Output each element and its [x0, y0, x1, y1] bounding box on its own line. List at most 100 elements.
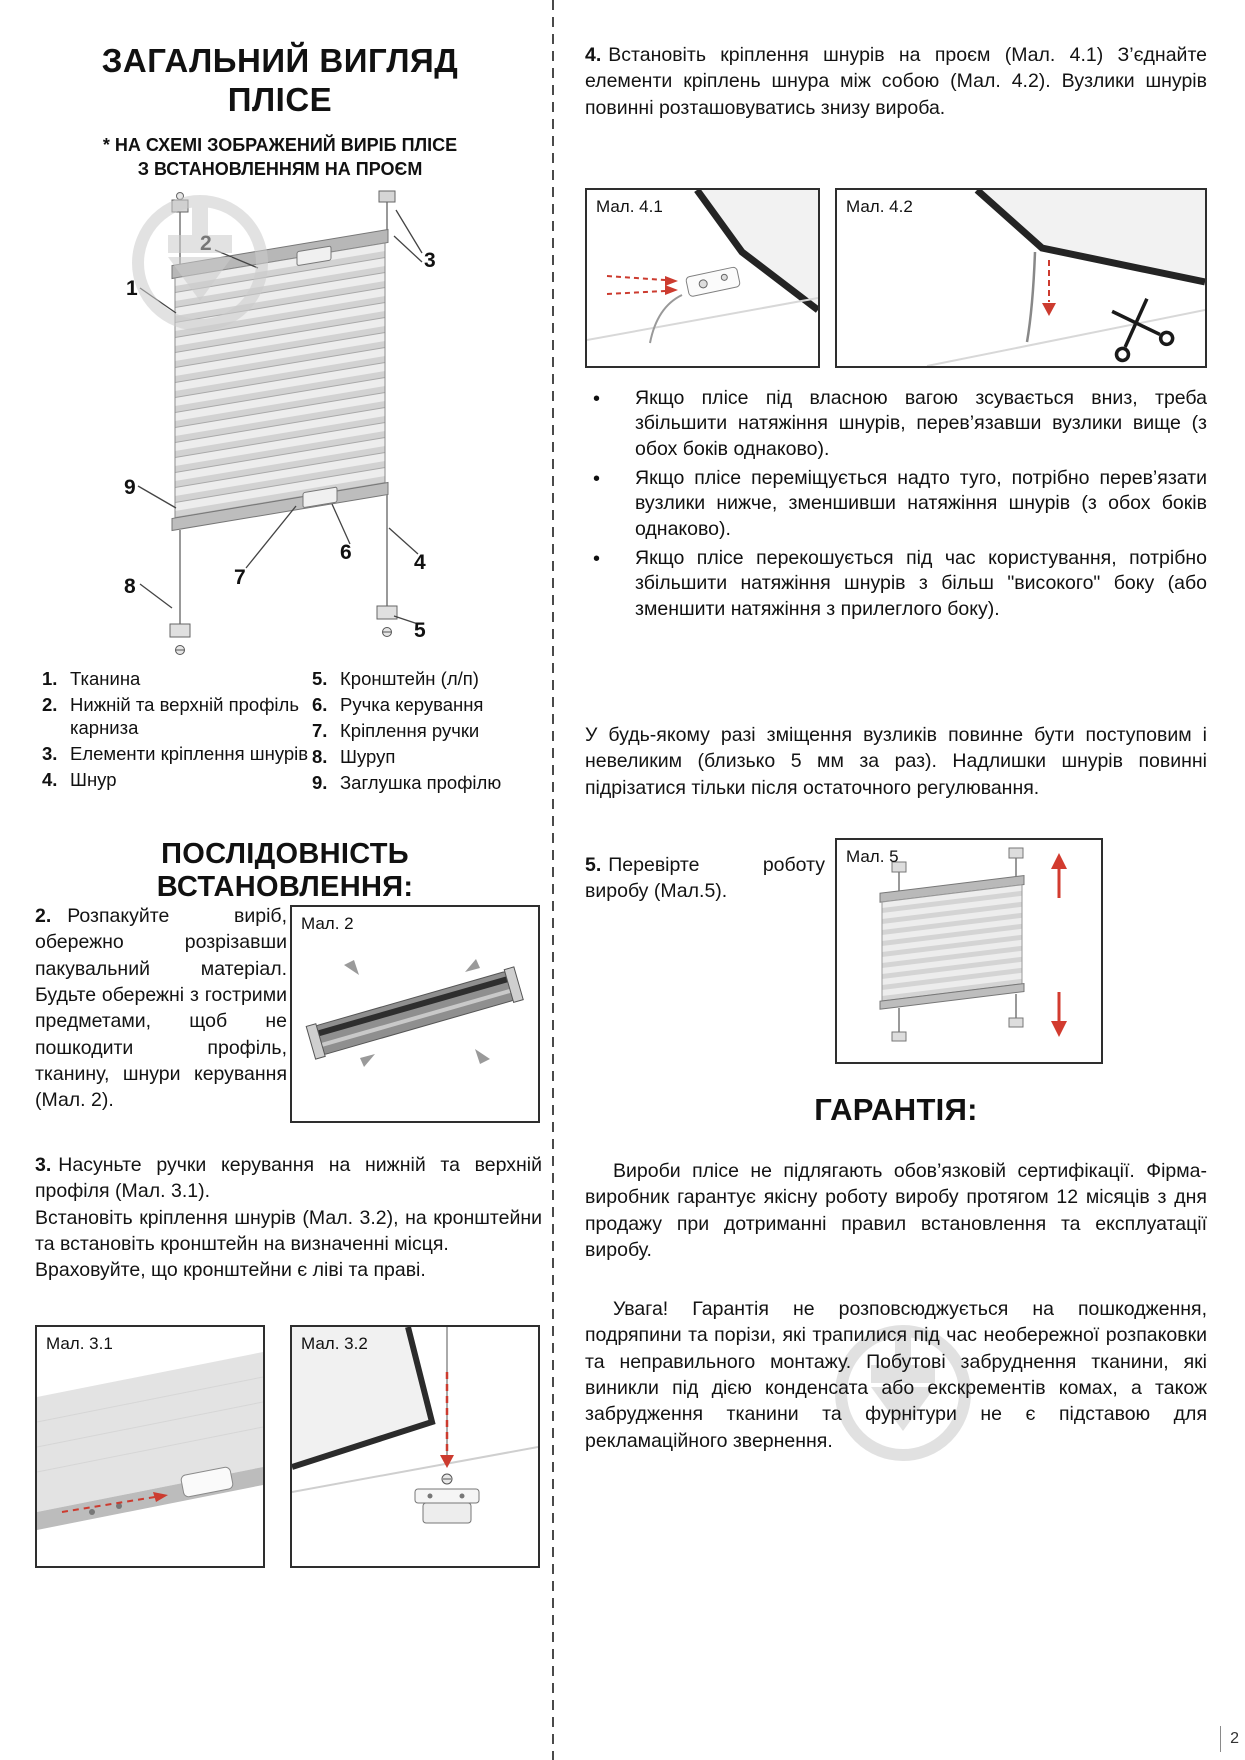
legend-item-number: 4. — [42, 768, 58, 790]
figure-3-2-illustration — [292, 1327, 538, 1524]
page-title-line1: ЗАГАЛЬНИЙ ВИГЛЯД — [101, 42, 459, 79]
cord — [1025, 251, 1037, 343]
warranty-section-title: ГАРАНТІЯ: — [814, 1092, 978, 1127]
step-4-number: 4. — [585, 44, 602, 66]
bullet-item: Якщо плісе переміщується надто туго, пот… — [585, 466, 1207, 542]
legend-item-text: Шуруп — [340, 745, 396, 767]
legend-item: 8. Шуруп — [312, 746, 542, 769]
legend-column-2: 5. Кронштейн (л/п) 6. Ручка керування 7.… — [312, 668, 542, 798]
bottom-fixing-left — [169, 530, 191, 655]
step-3-number: 3. — [35, 1154, 52, 1176]
legend-item-text: Тканина — [70, 668, 141, 689]
legend-item-text: Ручка керування — [340, 693, 484, 715]
step-4-text: Встановіть кріплення шнурів на проєм (Ма… — [585, 44, 1207, 119]
figure-3-2-label: Мал. 3.2 — [301, 1334, 368, 1353]
page-number: 2 — [1220, 1726, 1239, 1752]
brand-watermark-icon — [835, 1325, 971, 1461]
figure-3-1-illustration — [37, 1352, 263, 1530]
legend-item-text: Кріплення ручки — [340, 719, 480, 741]
control-handle — [180, 1466, 234, 1498]
step-3-line3: Враховуйте, що кронштейни є ліві та прав… — [35, 1259, 426, 1282]
step-4-paragraph: 4.Встановіть кріплення шнурів на проєм (… — [585, 42, 1207, 121]
step-2-number: 2. — [35, 905, 52, 927]
callout-3: 3 — [424, 249, 436, 272]
slide-direction-arrow — [61, 1496, 156, 1513]
step-3-line2: Встановіть кріплення шнурів (Мал. 3.2), … — [35, 1206, 542, 1255]
page-title-line2: ПЛІСЕ — [227, 80, 333, 118]
callout-5: 5 — [414, 619, 426, 642]
pleated-blind-body — [171, 228, 389, 532]
unpack-arrows — [344, 959, 490, 1067]
sequence-section-title: ПОСЛІДОВНІСТЬ ВСТАНОВЛЕННЯ: — [156, 838, 414, 903]
page-number-value: 2 — [1230, 1730, 1239, 1747]
window-glass — [977, 190, 1205, 282]
page-subtitle-line2: З ВСТАНОВЛЕННЯМ НА ПРОЄМ — [137, 159, 423, 180]
cut-direction-arrow — [1042, 260, 1056, 316]
window-frame — [292, 1327, 436, 1470]
diagram-legend: 1. Тканина 2. Нижній та верхній профіль … — [42, 668, 542, 798]
figure-4-2: Мал. 4.2 — [835, 188, 1207, 368]
page-title: ЗАГАЛЬНИЙ ВИГЛЯД ПЛІСЕ — [60, 42, 500, 120]
legend-item: 1. Тканина — [42, 668, 312, 691]
step-5-number: 5. — [585, 854, 602, 876]
column-divider — [552, 0, 554, 1760]
step-5-paragraph: 5.Перевірте роботу виробу (Мал.5). — [585, 852, 825, 905]
figure-3-1-label: Мал. 3.1 — [46, 1334, 113, 1353]
figure-4-1: Мал. 4.1 — [585, 188, 820, 368]
bracket — [414, 1488, 480, 1524]
figure-2-illustration — [305, 959, 524, 1067]
legend-item: 3. Елементи кріплення шнурів — [42, 743, 312, 766]
top-fixings — [891, 847, 1024, 893]
legend-item-number: 7. — [312, 719, 328, 741]
legend-column-1: 1. Тканина 2. Нижній та верхній профіль … — [42, 668, 312, 798]
step-3-line1-wrap: 3.Насуньте ручки керування на нижній та … — [35, 1152, 542, 1205]
window-frame — [974, 190, 1205, 286]
packed-blind — [305, 966, 524, 1060]
figure-5-label: Мал. 5 — [846, 847, 899, 866]
bottom-fixing-right — [376, 495, 398, 637]
window-frame — [694, 190, 818, 313]
step-5-text: Перевірте роботу виробу (Мал.5). — [585, 854, 825, 903]
bottom-fixings — [891, 994, 1024, 1042]
legend-item: 2. Нижній та верхній профіль карниза — [42, 694, 312, 740]
bottom-handle — [302, 486, 338, 508]
scissors-icon — [1111, 298, 1175, 363]
figure-4-1-illustration — [587, 190, 818, 344]
bullet-item: Якщо плісе під власною вагою зсувається … — [585, 386, 1207, 462]
step-2-text: Розпакуйте виріб, обережно розрізавши па… — [35, 905, 287, 1112]
figure-4-2-illustration — [926, 190, 1205, 366]
callout-9: 9 — [124, 476, 136, 499]
step-2-paragraph: 2.Розпакуйте виріб, обережно розрізавши … — [35, 903, 287, 1114]
legend-item-text: Нижній та верхній профіль карниза — [70, 693, 299, 738]
figure-4-1-label: Мал. 4.1 — [596, 197, 663, 216]
figure-3-2: Мал. 3.2 — [290, 1325, 540, 1568]
step-3-line1: Насуньте ручки керування на нижній та ве… — [35, 1154, 542, 1203]
cord-bracket — [685, 266, 741, 297]
top-fixing-right — [378, 190, 396, 230]
figure-4-2-label: Мал. 4.2 — [846, 197, 913, 216]
callout-7: 7 — [234, 566, 246, 589]
legend-item-number: 8. — [312, 745, 328, 767]
adjustment-bullet-list: Якщо плісе під власною вагою зсувається … — [585, 386, 1207, 626]
figure-2: Мал. 2 — [290, 905, 540, 1123]
warranty-paragraph-2: Увага! Гарантія не розповсюджується на п… — [585, 1298, 1207, 1452]
legend-item: 5. Кронштейн (л/п) — [312, 668, 542, 691]
page-number-divider — [1220, 1726, 1222, 1752]
legend-item: 6. Ручка керування — [312, 694, 542, 717]
figure-3-1: Мал. 3.1 — [35, 1325, 265, 1568]
legend-item-number: 9. — [312, 771, 328, 793]
legend-item-number: 6. — [312, 693, 328, 715]
callout-4: 4 — [414, 551, 426, 574]
legend-item-number: 2. — [42, 693, 58, 715]
legend-item-text: Елементи кріплення шнурів — [70, 742, 309, 764]
legend-item: 7. Кріплення ручки — [312, 720, 542, 743]
legend-item: 4. Шнур — [42, 769, 312, 792]
figure-5: Мал. 5 — [835, 838, 1103, 1064]
callout-leader-lines — [137, 209, 423, 625]
callout-6: 6 — [340, 541, 352, 564]
window-glass — [697, 190, 818, 310]
page-subtitle: * НА СХЕМІ ЗОБРАЖЕНИЙ ВИРІБ ПЛІСЕ З ВСТА… — [60, 133, 500, 182]
legend-item-number: 1. — [42, 668, 58, 689]
legend-item-text: Шнур — [70, 768, 117, 790]
